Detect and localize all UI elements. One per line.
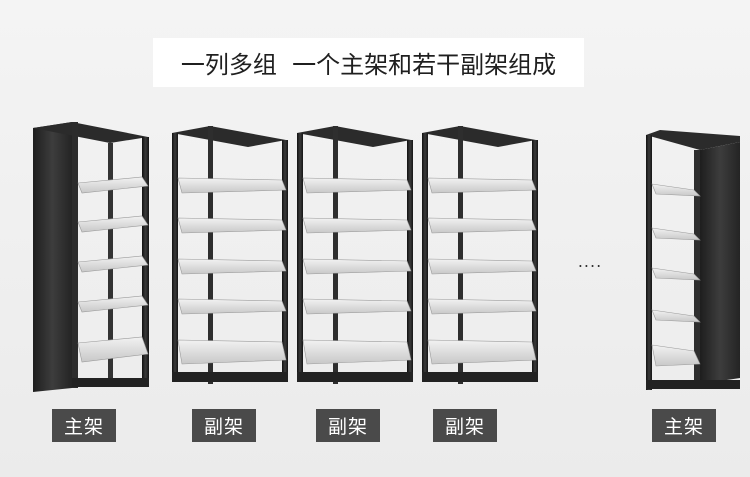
title-banner: 一列多组 一个主架和若干副架组成 [153,38,584,87]
label-main-right: 主架 [652,409,716,442]
label-main-left: 主架 [52,409,116,442]
sub-shelf-unit-2 [297,126,413,384]
main-shelf-unit-right [646,130,740,390]
sub-shelf-unit-3 [422,126,538,384]
label-sub-2: 副架 [316,409,380,442]
title-text: 一列多组 一个主架和若干副架组成 [180,51,557,79]
main-shelf-unit-left [33,122,149,392]
label-sub-1: 副架 [192,409,256,442]
label-sub-3: 副架 [433,409,497,442]
more-units-ellipsis: .... [577,252,603,271]
sub-shelf-unit-1 [172,126,288,384]
